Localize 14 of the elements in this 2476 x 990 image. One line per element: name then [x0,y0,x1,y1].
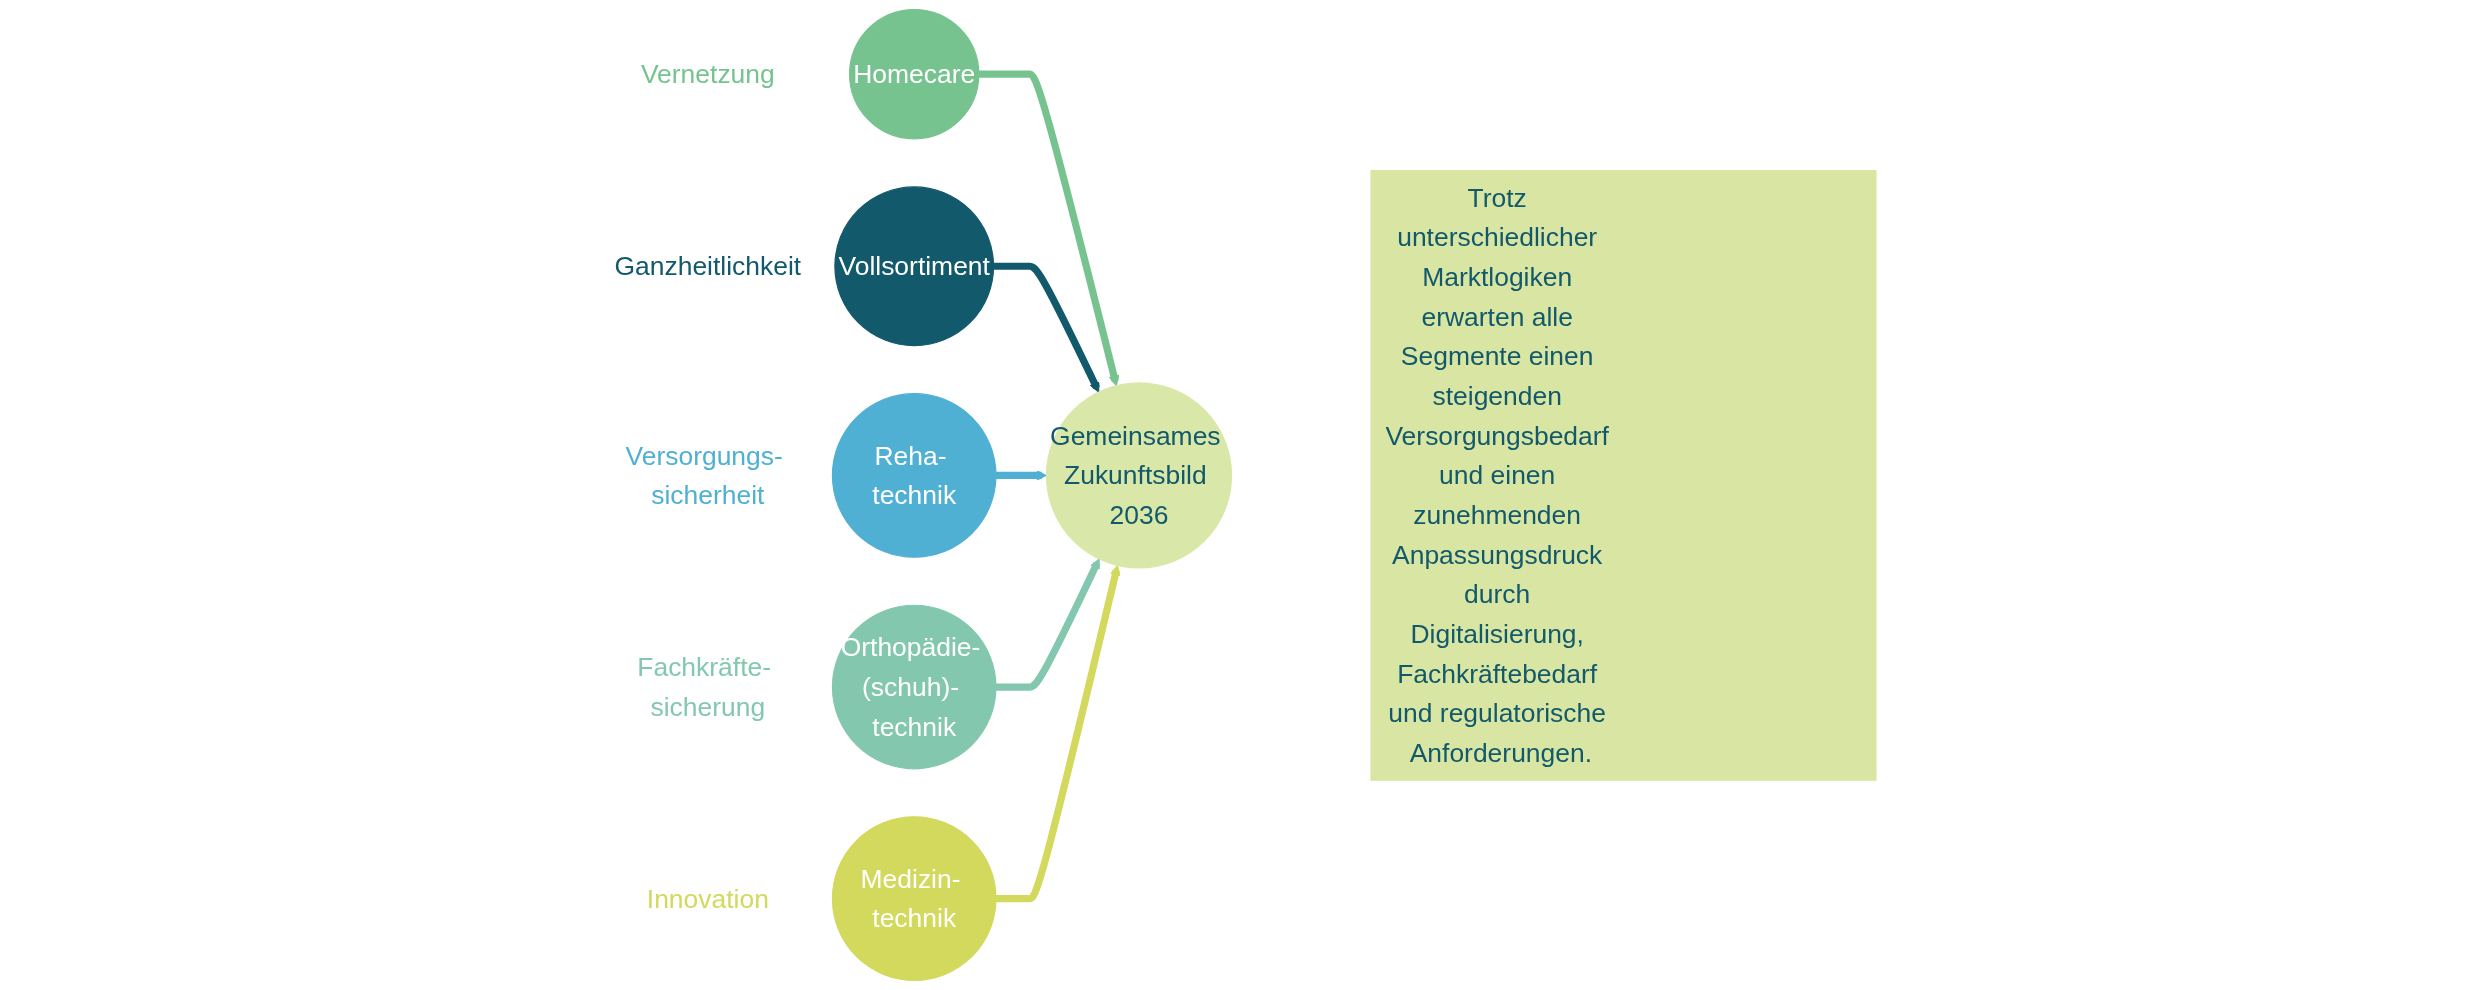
node-circle: Gemeinsames Zukunftsbild 2036 [1045,382,1233,569]
arrow [991,262,1100,393]
node-circle: Reha- technik [831,393,997,558]
node-label: Fachkräfte- sicherung [637,652,772,722]
arrow [978,70,1120,387]
node-box: Trotz unterschiedlicher Marktlogiken erwarten alle Segmente einen steigenden Versorgungsbedarf und einen zunehmenden Anpassungsdruck durch Digitalisierung, Fachkräftebedarf und regulatorische Anforderungen. [1370,170,1877,781]
node-circle: Vollsortiment [834,186,995,347]
node-label: Innovation [646,883,769,914]
node-circle: Orthopädie- (schuh)- technik [831,604,997,770]
node-label: Vernetzung [640,59,775,90]
node-circle: Homecare [849,9,980,140]
node-label: Ganzheitlichkeit [614,251,802,282]
node-label: Versorgungs- sicherheit [625,440,783,511]
node-circle: Medizin- technik [831,816,997,981]
